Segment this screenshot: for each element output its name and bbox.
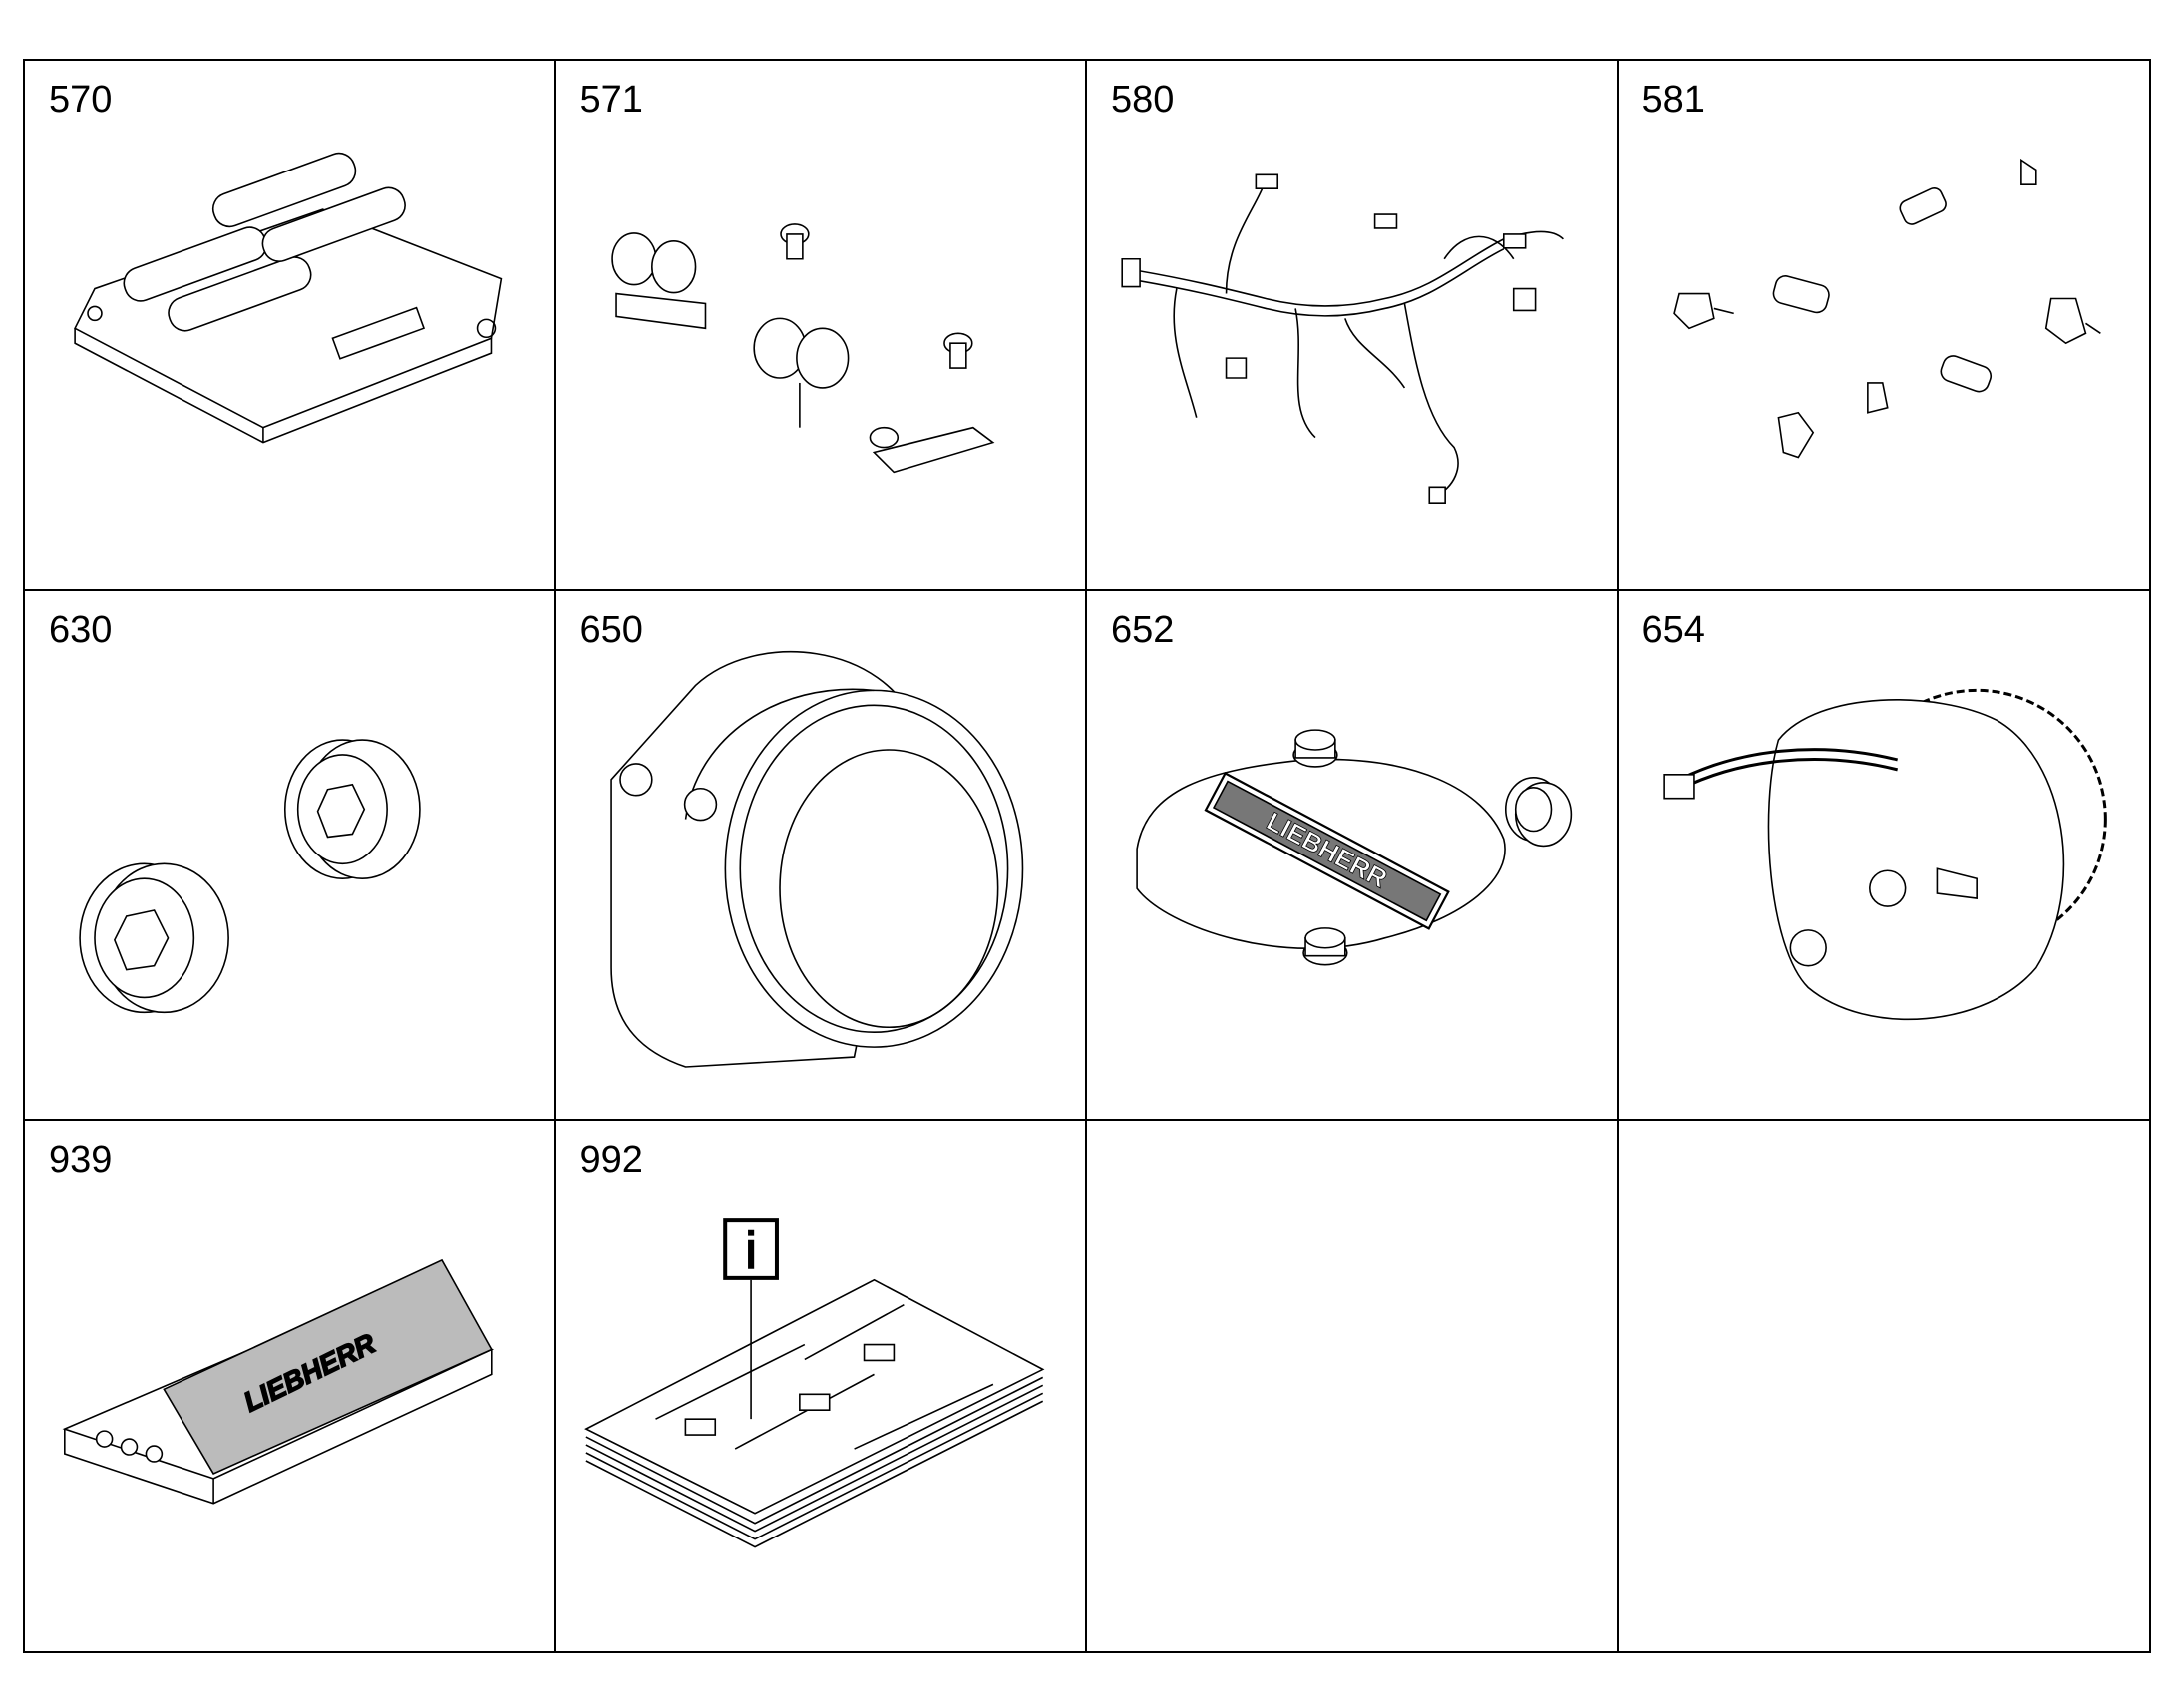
part-cell-652[interactable]: 652 LIEBHERR [1087, 590, 1619, 1122]
sensor-set-icon [1619, 61, 2150, 589]
drive-gear-unit-icon [1619, 591, 2150, 1120]
svg-text:i: i [745, 1221, 757, 1279]
screw-plug-icon [25, 591, 554, 1120]
flywheel-housing-icon [556, 591, 1086, 1120]
documentation-icon: i [556, 1121, 1086, 1651]
part-number: 650 [579, 608, 643, 651]
part-number: 581 [1641, 79, 1705, 121]
valve-cover-icon [25, 61, 554, 589]
empty-cell [1087, 1121, 1619, 1651]
part-number: 652 [1111, 608, 1175, 651]
part-cell-939[interactable]: 939 LIEBHERR [25, 1121, 556, 1651]
part-number: 654 [1641, 608, 1705, 651]
part-cell-992[interactable]: 992 i [556, 1121, 1087, 1651]
part-number: 630 [49, 608, 113, 651]
part-cell-570[interactable]: 570 [25, 61, 556, 591]
wiring-harness-icon [1087, 61, 1617, 589]
part-cell-571[interactable]: 571 [555, 61, 1087, 591]
bracket-clamp-icon [556, 61, 1086, 589]
empty-cell [1619, 1121, 2150, 1651]
part-number: 570 [49, 79, 113, 121]
part-cell-654[interactable]: 654 [1618, 591, 2150, 1122]
part-number: 580 [1111, 79, 1175, 121]
part-cell-650[interactable]: 650 [555, 590, 1087, 1122]
part-number: 992 [579, 1139, 643, 1182]
part-cell-630[interactable]: 630 [25, 590, 556, 1122]
parts-grid: 570 571 [23, 59, 2151, 1653]
part-cell-580[interactable]: 580 [1087, 61, 1619, 591]
part-number: 939 [49, 1139, 113, 1182]
cover-plate-icon: LIEBHERR [1087, 591, 1617, 1120]
parts-kit-box-icon: LIEBHERR [25, 1121, 554, 1651]
part-number: 571 [579, 79, 643, 121]
part-cell-581[interactable]: 581 [1618, 61, 2150, 591]
